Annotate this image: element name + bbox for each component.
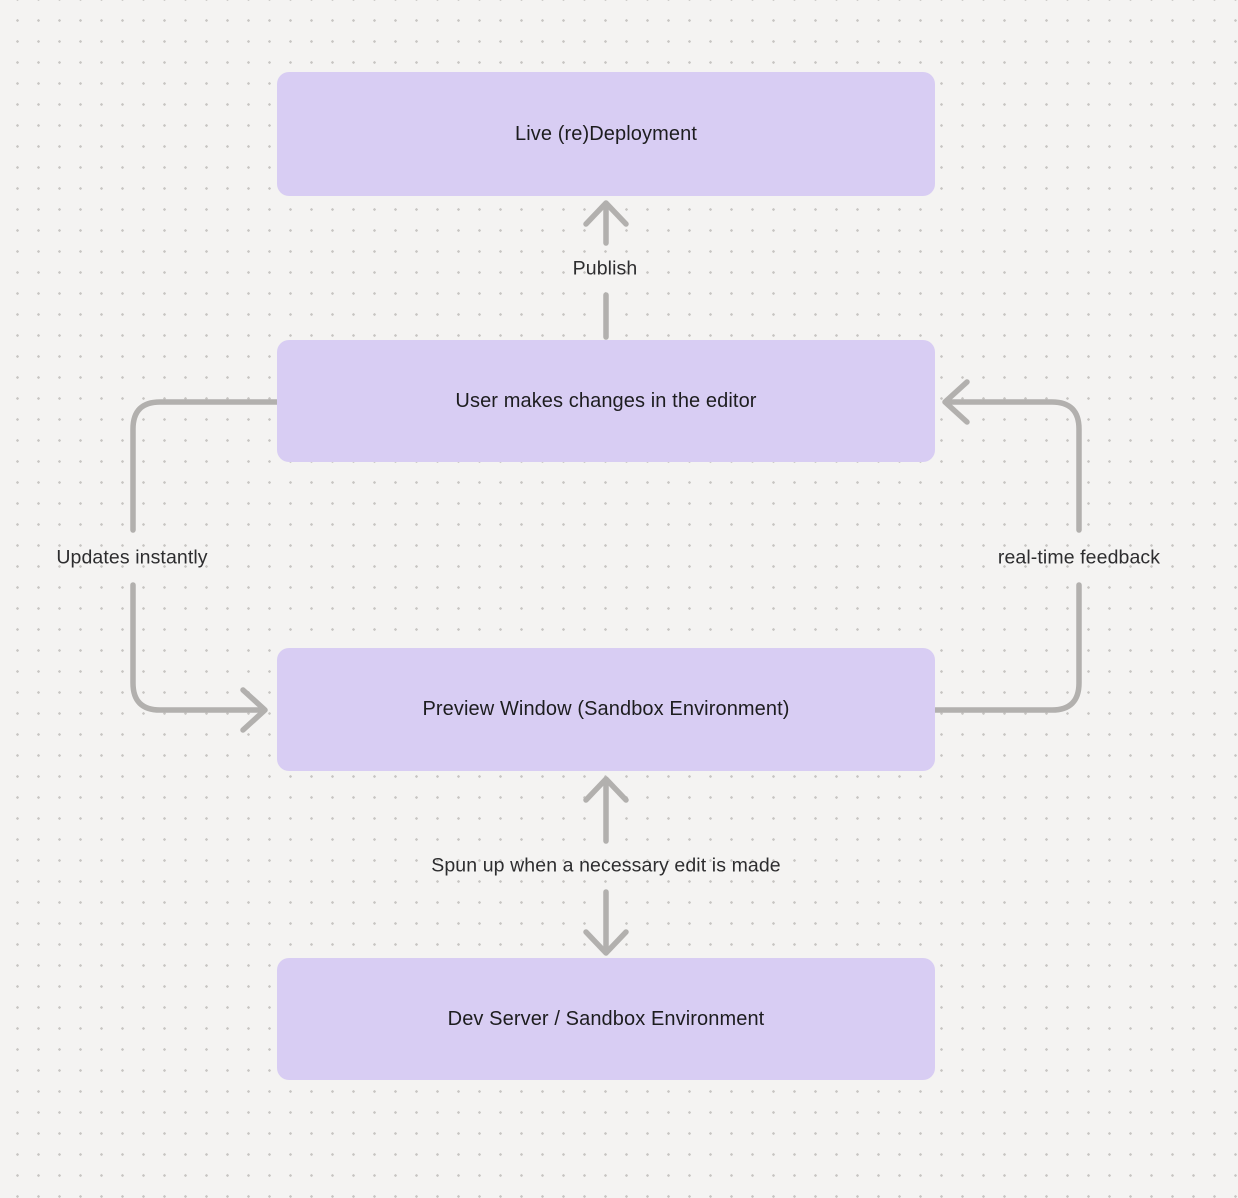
node-preview-window: Preview Window (Sandbox Environment) [277, 648, 935, 771]
arrowhead-up-spunup [583, 776, 629, 803]
edge-label-spun-up: Spun up when a necessary edit is made [431, 854, 781, 877]
node-user-editor: User makes changes in the editor [277, 340, 935, 462]
edge-label-publish: Publish [572, 257, 638, 280]
arrowhead-right-updates [240, 687, 268, 733]
node-live-redeployment-label: Live (re)Deployment [515, 122, 697, 145]
arrowhead-down-spunup [583, 929, 629, 956]
arrowhead-left-feedback [942, 379, 970, 425]
node-dev-server: Dev Server / Sandbox Environment [277, 958, 935, 1080]
node-user-editor-label: User makes changes in the editor [455, 389, 757, 412]
edge-label-real-time-feedback: real-time feedback [997, 546, 1161, 569]
node-live-redeployment: Live (re)Deployment [277, 72, 935, 196]
arrowhead-up-publish [583, 200, 629, 227]
node-preview-window-label: Preview Window (Sandbox Environment) [422, 698, 790, 720]
node-dev-server-label: Dev Server / Sandbox Environment [447, 1007, 765, 1030]
edge-label-updates-instantly: Updates instantly [56, 546, 208, 569]
